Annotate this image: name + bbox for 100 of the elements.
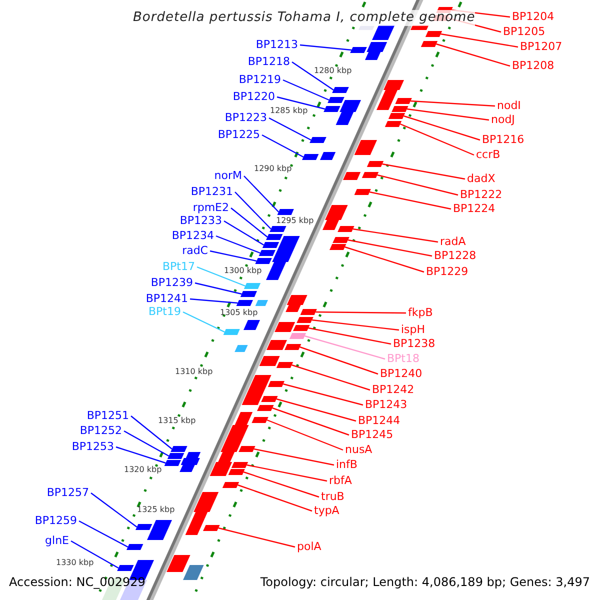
gene-box xyxy=(354,189,371,195)
leader-line xyxy=(348,239,432,257)
leader-line xyxy=(268,117,312,141)
gene-box xyxy=(244,283,261,289)
gene-box xyxy=(338,226,354,232)
leader-line xyxy=(262,134,304,158)
gene-box xyxy=(420,41,438,47)
gene-box xyxy=(222,482,240,488)
gene-label: BP1218 xyxy=(248,55,290,68)
gene-box xyxy=(252,417,268,423)
leader-line xyxy=(316,311,406,314)
gene-box xyxy=(255,258,272,264)
gene-box xyxy=(257,405,274,411)
leader-line xyxy=(382,163,466,180)
leader-line xyxy=(282,79,330,101)
gene-box xyxy=(310,137,326,143)
gene-box xyxy=(296,317,314,323)
gene-box xyxy=(266,234,283,240)
gene-label: truB xyxy=(321,490,344,503)
gene-box xyxy=(136,524,152,530)
gene-label: BP1234 xyxy=(172,229,214,242)
gene-label: BP1240 xyxy=(380,367,422,380)
leader-line xyxy=(216,235,260,254)
gene-label: nodJ xyxy=(491,113,515,126)
leader-line xyxy=(400,123,474,156)
gene-label: BP1228 xyxy=(434,249,476,262)
gene-box xyxy=(261,396,278,402)
leader-line xyxy=(130,416,172,450)
gene-label: BP1253 xyxy=(72,440,114,453)
gene-label: BP1224 xyxy=(453,202,496,215)
gene-label: glnE xyxy=(45,534,69,547)
leader-line xyxy=(190,298,238,304)
leader-line xyxy=(238,484,312,512)
gene-box xyxy=(164,460,181,466)
leader-line xyxy=(410,100,496,107)
gene-label: dadX xyxy=(467,172,496,185)
gene-box xyxy=(332,87,349,93)
gene-box xyxy=(332,237,350,243)
gene-box xyxy=(170,446,188,452)
leader-line xyxy=(436,43,510,67)
gene-box xyxy=(330,244,346,250)
gene-label: radA xyxy=(440,235,466,248)
gene-label: BP1259 xyxy=(34,514,77,527)
leader-line xyxy=(194,282,242,295)
gene-label: BP1225 xyxy=(218,128,260,141)
gene-label: rbfA xyxy=(329,474,352,487)
gene-box xyxy=(270,226,286,232)
gene-label: BP1242 xyxy=(372,383,414,396)
gene-box xyxy=(277,209,294,215)
gene-box xyxy=(302,154,319,160)
leader-line xyxy=(210,250,257,262)
gene-label: typA xyxy=(314,504,340,517)
leader-line xyxy=(440,33,518,48)
gene-label: BP1208 xyxy=(512,59,554,72)
leader-line xyxy=(404,115,480,141)
leader-line xyxy=(244,176,280,212)
gene-box xyxy=(284,344,302,350)
gene-label: BP1220 xyxy=(232,90,275,103)
gene-label: BP1244 xyxy=(358,414,400,427)
gene-label: polA xyxy=(297,540,322,553)
gene-box xyxy=(240,291,257,297)
gene-label: BP1219 xyxy=(238,73,281,86)
leader-line xyxy=(312,319,400,331)
gene-box xyxy=(388,113,406,119)
gene-label: BP1207 xyxy=(520,40,562,53)
position-label: 1330 kbp xyxy=(56,558,94,568)
gene-label: BPt19 xyxy=(148,305,181,318)
leader-line xyxy=(182,311,225,333)
gene-label: ispH xyxy=(401,323,426,336)
gene-label: BP1245 xyxy=(351,428,394,441)
topology-text: Topology: circular; Length: 4,086,189 bp; Genes: 3,497 xyxy=(260,575,590,589)
accession-text: Accession: NC_002929 xyxy=(9,575,146,589)
leader-line xyxy=(254,448,334,466)
leader-line xyxy=(230,208,268,238)
leader-line xyxy=(300,346,378,375)
gene-label: BP1222 xyxy=(460,188,502,201)
gene-box xyxy=(350,47,367,53)
gene-box xyxy=(231,462,248,468)
gene-box xyxy=(126,544,144,550)
gene-box xyxy=(293,325,310,331)
leader-line xyxy=(377,174,458,196)
gene-box xyxy=(167,453,184,459)
leader-line xyxy=(369,191,452,210)
gene-box xyxy=(328,97,344,103)
gene-label: BP1213 xyxy=(256,38,298,51)
leader-line xyxy=(234,192,272,230)
position-label: 1280 kbp xyxy=(314,66,352,76)
leader-line xyxy=(246,464,328,482)
leader-line xyxy=(266,419,344,451)
gene-box xyxy=(392,106,408,112)
leader-line xyxy=(78,520,128,548)
gene-box xyxy=(362,172,379,178)
leader-line xyxy=(116,446,166,464)
leader-line xyxy=(276,96,326,110)
title: Bordetella pertussis Tohama I, complete genome xyxy=(133,10,476,26)
gene-label: BP1239 xyxy=(150,276,193,289)
gene-label: BPt17 xyxy=(162,260,195,273)
leader-line xyxy=(292,62,334,90)
gene-label: BP1252 xyxy=(80,424,122,437)
gene-label: BPt18 xyxy=(387,352,420,365)
